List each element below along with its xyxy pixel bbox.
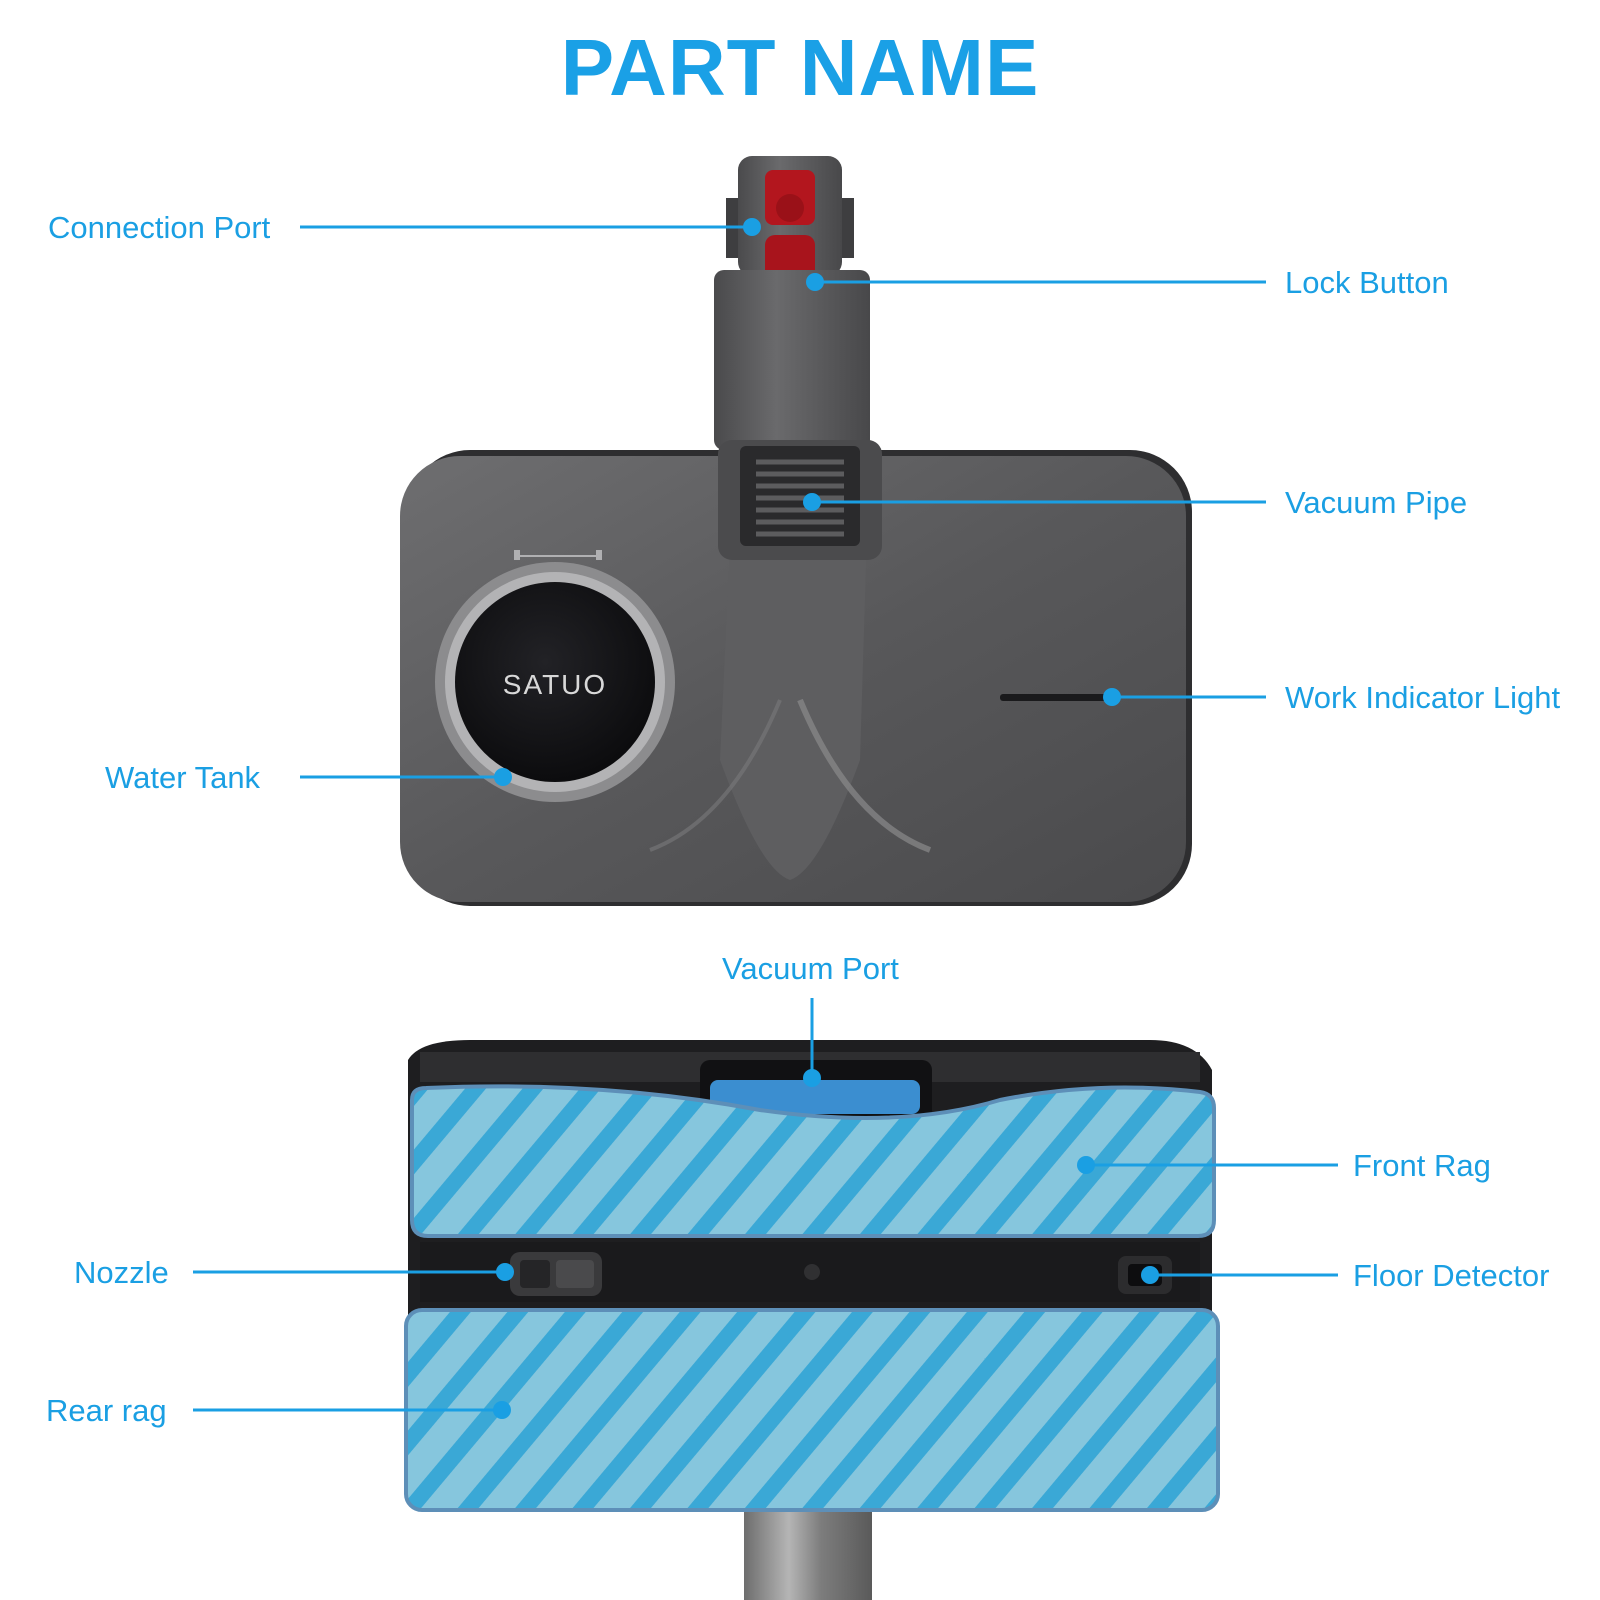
- label-rear-rag: Rear rag: [46, 1393, 167, 1428]
- water-tank-dot: [494, 768, 512, 786]
- label-floor-detector: Floor Detector: [1353, 1258, 1550, 1293]
- label-vacuum-port: Vacuum Port: [722, 951, 899, 986]
- label-front-rag: Front Rag: [1353, 1148, 1491, 1183]
- label-work-indicator-light: Work Indicator Light: [1285, 680, 1561, 715]
- vacuum-pipe-dot: [803, 493, 821, 511]
- vacuum-port: [710, 1080, 920, 1114]
- leader-lines: [193, 218, 1338, 1419]
- label-connection-port: Connection Port: [48, 210, 271, 245]
- front-rag: [410, 1084, 1216, 1238]
- label-nozzle: Nozzle: [74, 1255, 169, 1290]
- rear-rag-dot: [493, 1401, 511, 1419]
- connection-port-dot: [743, 218, 761, 236]
- front-rag-dot: [1077, 1156, 1095, 1174]
- brand-logo: SATUO: [503, 669, 607, 700]
- vacuum-pipe-spring: [756, 459, 844, 537]
- nozzle-dot: [496, 1263, 514, 1281]
- mop-head-bottom: [404, 1040, 1220, 1600]
- page-title: PART NAME: [560, 23, 1040, 112]
- mop-head-top: SATUO: [400, 156, 1192, 906]
- work-indicator-dot: [1103, 688, 1121, 706]
- label-vacuum-pipe: Vacuum Pipe: [1285, 485, 1468, 520]
- label-water-tank: Water Tank: [105, 760, 261, 795]
- label-lock-button: Lock Button: [1285, 265, 1449, 300]
- lock-button-dot: [806, 273, 824, 291]
- vacuum-port-dot: [803, 1069, 821, 1087]
- water-tank: [455, 582, 655, 782]
- rear-rag: [404, 1308, 1220, 1512]
- floor-detector-dot: [1141, 1266, 1159, 1284]
- work-indicator-light: [1000, 694, 1118, 701]
